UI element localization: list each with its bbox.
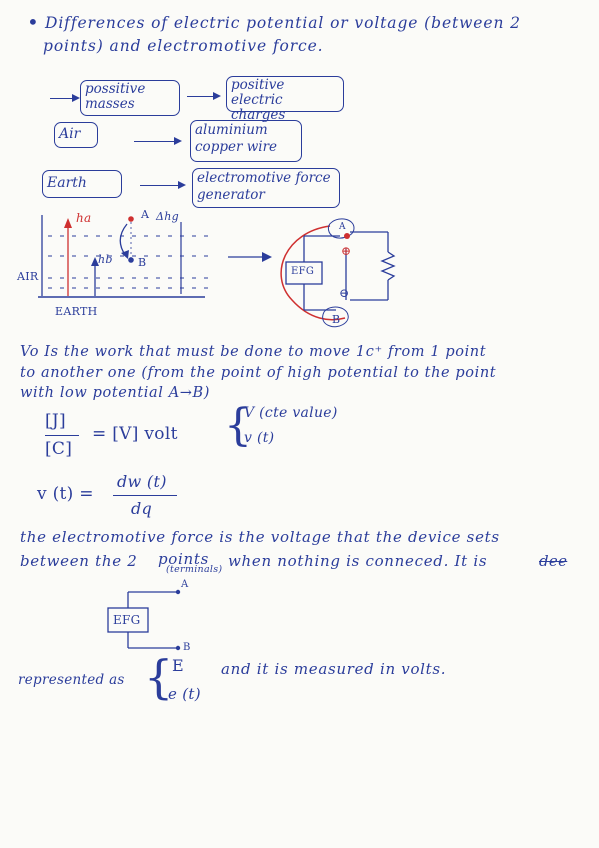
ha-label: ha — [76, 211, 92, 225]
source-a-label: A — [181, 579, 189, 590]
fraction-bar — [45, 435, 79, 436]
circuit-b-label: B — [332, 313, 341, 326]
arrow-icon — [50, 94, 80, 102]
volts-text: and it is measured in volts. — [221, 660, 447, 678]
box-earth: Earth — [42, 170, 122, 198]
delta-h-label: Δhg — [156, 210, 179, 223]
air-label: AIR — [17, 270, 39, 283]
symbol-e: E — [172, 656, 184, 675]
formula-numerator: dw (t) — [117, 472, 167, 491]
circuit-a-label: A — [339, 222, 346, 232]
brace-icon: { — [224, 400, 253, 451]
arrow-icon — [134, 137, 182, 145]
box-air: Air — [54, 122, 98, 148]
units-numerator: [J] — [45, 411, 66, 431]
earth-label: EARTH — [55, 305, 98, 318]
units-denominator: [C] — [45, 439, 73, 459]
box-efg-generator: electromotive force generator — [192, 168, 340, 208]
definition-line-2: to another one (from the point of high p… — [20, 365, 497, 381]
arrow-icon — [140, 181, 186, 189]
units-rhs: = [V] volt — [92, 424, 178, 444]
terminals-note: (terminals) — [166, 564, 223, 575]
plus-charge-icon: ⊕ — [341, 244, 352, 258]
emf-line-1: the electromotive force is the voltage t… — [20, 528, 500, 546]
definition-line-1: Vo Is the work that must be done to move… — [20, 344, 487, 360]
bullet: • — [27, 10, 40, 34]
emf-struck-word: dee — [539, 552, 568, 570]
formula-denominator: dq — [131, 499, 153, 518]
heading-line-2: points) and electromotive force. — [43, 37, 324, 55]
efg-circuit-label: EFG — [291, 266, 315, 277]
emf-line-2a: between the 2 — [20, 552, 138, 570]
box-aluminium-copper: aluminium copper wire — [190, 120, 302, 162]
symbol-et: e (t) — [168, 685, 201, 703]
box-possitive-masses: possitive masses — [80, 80, 180, 116]
definition-line-3: with low potential A→B) — [20, 385, 211, 401]
units-case-time: v (t) — [244, 430, 275, 446]
hb-label: hb — [98, 253, 113, 266]
point-b-label: B — [138, 256, 147, 269]
represented-label: represented as — [18, 672, 125, 688]
source-b-label: B — [183, 642, 191, 653]
minus-charge-icon: ⊖ — [339, 286, 350, 300]
emf-line-2c: when nothing is conneced. It is — [228, 552, 488, 570]
formula-bar — [113, 495, 177, 496]
units-case-constant: V (cte value) — [244, 405, 338, 421]
heading-line-1: Differences of electric potential or vol… — [45, 14, 521, 32]
emf-line-2b: points — [158, 550, 210, 568]
source-efg-label: EFG — [113, 613, 141, 627]
arrow-icon — [187, 92, 221, 100]
brace-icon-2: { — [144, 650, 174, 704]
box-positive-charges: positive electric charges — [226, 76, 344, 123]
formula-lhs: v (t) = — [37, 484, 94, 504]
point-a-label: A — [141, 208, 150, 221]
